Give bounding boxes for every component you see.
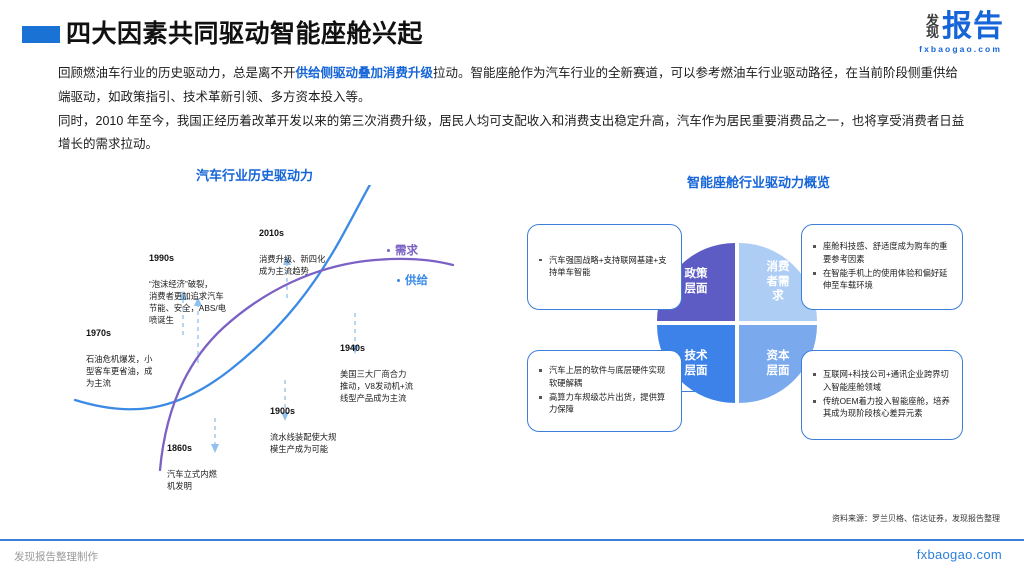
callout-list-tech: 汽车上层的软件与底层硬件实现软硬解耦 高算力车规级芯片出货，提供算力保障 (536, 364, 671, 418)
callout-item: 传统OEM着力投入智能座舱，培养其成为现阶段核心差异元素 (810, 395, 952, 420)
right-diagram-caption: 智能座舱行业驱动力概览 (687, 175, 831, 190)
logo-mark-line2: 现 (925, 25, 939, 40)
curve-svg (73, 185, 455, 472)
timeline-note-1900s: 1900s 流水线装配使大规 模生产成为可能 (270, 393, 375, 455)
page-title: 四大因素共同驱动智能座舱兴起 (66, 20, 424, 48)
timeline-text-1990s: “泡沫经济”破裂， 消费者更加追求汽车 节能、安全，ABS/电 喷诞生 (149, 279, 226, 326)
timeline-year-1940s: 1940s (340, 343, 366, 354)
timeline-text-2010s: 消费升级、新四化 成为主流趋势 (259, 254, 326, 277)
driver-overview-diagram: 政策 层面 消费 者需 求 技术 层面 资本 层面 汽车强国战略+支持联网基建+… (505, 210, 1010, 475)
timeline-note-2010s: 2010s 消费升级、新四化 成为主流趋势 (259, 215, 369, 277)
history-driver-chart: 需求 供给 1860s 汽车立式内燃 机发明 1900s 流水线装配使大规 模生… (55, 185, 515, 491)
timeline-note-1860s: 1860s 汽车立式内燃 机发明 (167, 430, 262, 492)
demand-curve (158, 257, 455, 472)
callout-box-consumer: 座舱科技感、舒适度成为购车的重要参考因素 在智能手机上的使用体验和偏好延伸至车载… (801, 224, 963, 310)
callout-item: 座舱科技感、舒适度成为购车的重要参考因素 (810, 240, 952, 265)
callout-list-capital: 互联网+科技公司+通讯企业跨界切入智能座舱领域 传统OEM着力投入智能座舱，培养… (810, 368, 952, 422)
demand-curve-label: 需求 (395, 245, 418, 257)
timeline-year-1990s: 1990s (149, 253, 175, 264)
intro-p1-highlight: 供给侧驱动叠加消费升级 (295, 66, 434, 80)
timeline-note-1970s: 1970s 石油危机爆发，小 型客车更省油，成 为主流 (86, 315, 186, 389)
intro-p1-part-a: 回顾燃油车行业的历史驱动力，总是离不开 (58, 66, 296, 80)
timeline-text-1860s: 汽车立式内燃 机发明 (167, 469, 217, 492)
timeline-year-1900s: 1900s (270, 406, 296, 417)
callout-list-consumer: 座舱科技感、舒适度成为购车的重要参考因素 在智能手机上的使用体验和偏好延伸至车载… (810, 240, 952, 294)
title-accent-square (22, 26, 60, 43)
connector-tech (682, 391, 702, 392)
supply-label-dot (397, 279, 400, 282)
timeline-text-1970s: 石油危机爆发，小 型客车更省油，成 为主流 (86, 354, 153, 389)
callout-item: 高算力车规级芯片出货，提供算力保障 (536, 391, 671, 416)
intro-paragraph-2: 同时，2010 年至今，我国正经历着改革开发以来的第三次消费升级，居民人均可支配… (58, 113, 965, 152)
leader-arrow-heads (179, 256, 359, 453)
callout-box-tech: 汽车上层的软件与底层硬件实现软硬解耦 高算力车规级芯片出货，提供算力保障 (527, 350, 682, 432)
timeline-note-1940s: 1940s 美国三大厂商合力 推动，V8发动机+流 线型产品成为主流 (340, 330, 460, 404)
logo-mark: 发 现 (925, 12, 939, 40)
timeline-text-1940s: 美国三大厂商合力 推动，V8发动机+流 线型产品成为主流 (340, 369, 414, 404)
intro-text: 回顾燃油车行业的历史驱动力，总是离不开供给侧驱动叠加消费升级拉动。智能座舱作为汽… (58, 62, 970, 157)
callout-box-policy: 汽车强国战略+支持联网基建+支持单车智能 (527, 224, 682, 310)
demand-label-dot (387, 249, 390, 252)
timeline-year-1860s: 1860s (167, 443, 193, 454)
supply-curve (73, 185, 372, 411)
callout-item: 汽车上层的软件与底层硬件实现软硬解耦 (536, 364, 671, 389)
brand-logo[interactable]: 发 现 报告 fxbaogao.com (882, 12, 1004, 62)
timeline-year-1970s: 1970s (86, 328, 112, 339)
logo-mark-line1: 发 (925, 12, 939, 28)
timeline-note-1990s: 1990s “泡沫经济”破裂， 消费者更加追求汽车 节能、安全，ABS/电 喷诞… (149, 240, 259, 326)
callout-item: 汽车强国战略+支持联网基建+支持单车智能 (536, 254, 671, 279)
leader-arrows (182, 263, 356, 447)
source-note: 资料来源：罗兰贝格、信达证券，发现报告整理 (832, 514, 1000, 523)
logo-url: fxbaogao.com (919, 44, 1002, 54)
logo-row: 发 现 报告 (882, 12, 1004, 42)
timeline-text-1900s: 流水线装配使大规 模生产成为可能 (270, 432, 337, 455)
supply-curve-label: 供给 (405, 275, 428, 287)
footer-website[interactable]: fxbaogao.com (916, 547, 1002, 562)
callout-box-capital: 互联网+科技公司+通讯企业跨界切入智能座舱领域 传统OEM着力投入智能座舱，培养… (801, 350, 963, 440)
left-chart-caption: 汽车行业历史驱动力 (196, 168, 314, 183)
intro-paragraph-1: 回顾燃油车行业的历史驱动力，总是离不开供给侧驱动叠加消费升级拉动。智能座舱作为汽… (58, 62, 970, 110)
footer-divider (0, 539, 1024, 541)
callout-item: 在智能手机上的使用体验和偏好延伸至车载环境 (810, 267, 952, 292)
intro-p1-part-b: 拉动。智能座舱作为汽车行业的全新赛道，可以参考燃油车行业驱动路径，在当前阶段侧重… (58, 66, 959, 104)
callout-item: 互联网+科技公司+通讯企业跨界切入智能座舱领域 (810, 368, 952, 393)
callout-list-policy: 汽车强国战略+支持联网基建+支持单车智能 (536, 254, 671, 281)
page-header: 四大因素共同驱动智能座舱兴起 (0, 14, 1024, 54)
footer-credit: 发现报告整理制作 (14, 551, 98, 563)
timeline-year-2010s: 2010s (259, 228, 285, 239)
logo-wordmark: 报告 (942, 10, 1004, 43)
